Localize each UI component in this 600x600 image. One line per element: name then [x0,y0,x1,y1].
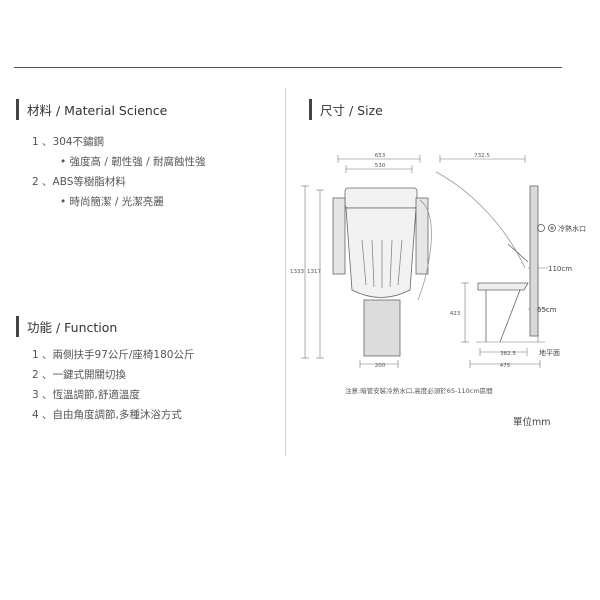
function-title: 功能 / Function [27,320,118,335]
heading-bar [16,99,19,120]
dim-423: 423 [450,311,461,317]
height-110-label: 110cm [548,265,572,273]
function-heading: 功能 / Function [16,316,117,337]
heading-bar [16,316,19,337]
heading-bar [309,99,312,120]
top-rule [14,67,562,68]
materials-heading: 材料 / Material Science [16,99,167,120]
function-item-1: 1 、兩側扶手97公斤/座椅180公斤 [32,349,195,361]
dim-653: 653 [375,153,386,159]
function-item-3: 3 、恆溫調節,舒適溫度 [32,389,140,401]
dim-3825: 382.5 [500,351,516,357]
materials-item-2-detail: • 時尚簡潔 / 光潔亮麗 [60,196,164,208]
materials-item-1-detail: • 強度高 / 韌性強 / 耐腐蝕性強 [60,156,206,168]
materials-list: 1 、304不鏽鋼 • 強度高 / 韌性強 / 耐腐蝕性強 2 、ABS等樹脂材… [32,132,205,212]
dim-1317: 1317 [307,269,321,275]
dim-1333: 1333 [290,269,304,275]
size-heading: 尺寸 / Size [309,99,383,120]
height-65-label: 65cm [537,306,557,314]
function-list: 1 、兩側扶手97公斤/座椅180公斤 2 、一鍵式開關切換 3 、恆溫調節,舒… [32,345,194,425]
dim-475: 475 [500,363,511,369]
materials-item-2: 2 、ABS等樹脂材料 [32,176,126,188]
column-divider [285,88,286,456]
dim-200: 200 [375,363,386,369]
function-item-4: 4 、自由角度調節,多種沐浴方式 [32,409,182,421]
dim-530: 530 [375,163,386,169]
size-title: 尺寸 / Size [320,103,383,118]
function-item-2: 2 、一鍵式開關切換 [32,369,127,381]
water-inlet-label: 冷熱水口 [558,224,586,233]
dim-7325: 732.5 [474,153,490,159]
materials-item-1: 1 、304不鏽鋼 [32,136,105,148]
install-note: 注意:暗管安裝冷熱水口,高度必須於65-110cm區間 [345,387,493,395]
materials-title: 材料 / Material Science [27,103,168,118]
unit-label: 單位mm [513,417,551,428]
floor-label: 地平面 [539,348,560,357]
